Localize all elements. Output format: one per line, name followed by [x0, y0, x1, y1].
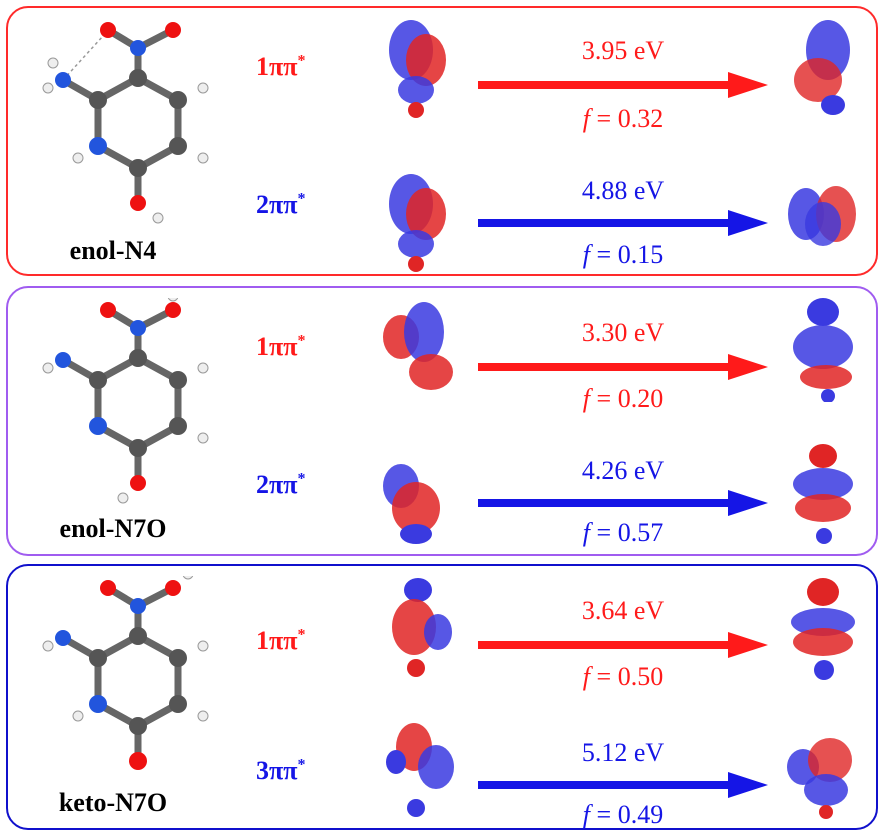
excitation-energy: 3.64 eV [581, 596, 665, 625]
molecule-name: enol-N7O [59, 514, 167, 543]
orbital-icon [788, 186, 856, 246]
arrow-icon [478, 632, 768, 658]
orbital-icon [791, 578, 855, 680]
oscillator-strength: f = 0.57 [582, 518, 664, 547]
panel-enol-n7o: enol-N7O 1ππ* 3.30 eV f = 0.20 2ππ* 4.26… [6, 286, 878, 556]
arrow-icon [478, 354, 768, 380]
molecule-structure-keto-n7o [42, 576, 209, 770]
panel-keto-n7o: keto-N7O 1ππ* 3.64 eV f = 0.50 3ππ* 5.12… [6, 564, 878, 830]
panel-enol-n4: enol-N4 1ππ* 3.95 eV f = 0.32 2ππ* 4.88 … [6, 6, 878, 276]
molecule-structure-enol-n4 [42, 22, 209, 224]
state-label: 3ππ* [256, 756, 306, 785]
orbital-icon [793, 298, 853, 402]
orbital-icon [383, 302, 453, 390]
oscillator-strength: f = 0.15 [582, 240, 664, 269]
orbital-icon [392, 578, 452, 677]
oscillator-strength: f = 0.32 [582, 104, 664, 133]
excitation-energy: 3.95 eV [581, 36, 665, 65]
molecule-name: enol-N4 [69, 236, 157, 265]
molecule-name: keto-N7O [58, 788, 168, 817]
state-label: 1ππ* [256, 332, 306, 361]
orbital-icon [386, 723, 454, 817]
oscillator-strength: f = 0.50 [582, 662, 664, 691]
molecule-structure-enol-n7o [42, 298, 209, 504]
orbital-icon [793, 444, 853, 544]
arrow-icon [478, 772, 768, 798]
orbital-icon [787, 738, 852, 819]
arrow-icon [478, 210, 768, 236]
orbital-icon [794, 20, 850, 115]
orbital-icon [389, 20, 446, 118]
oscillator-strength: f = 0.20 [582, 384, 664, 413]
excitation-energy: 4.88 eV [581, 176, 665, 205]
arrow-icon [478, 72, 768, 98]
state-label: 1ππ* [256, 626, 306, 655]
arrow-icon [478, 490, 768, 516]
oscillator-strength: f = 0.49 [582, 800, 664, 829]
state-label: 1ππ* [256, 52, 306, 81]
excitation-energy: 4.26 eV [581, 456, 665, 485]
orbital-icon [389, 174, 446, 272]
excitation-energy: 3.30 eV [581, 318, 665, 347]
state-label: 2ππ* [256, 470, 306, 499]
state-label: 2ππ* [256, 190, 306, 219]
orbital-icon [383, 464, 440, 544]
excitation-energy: 5.12 eV [581, 738, 665, 767]
